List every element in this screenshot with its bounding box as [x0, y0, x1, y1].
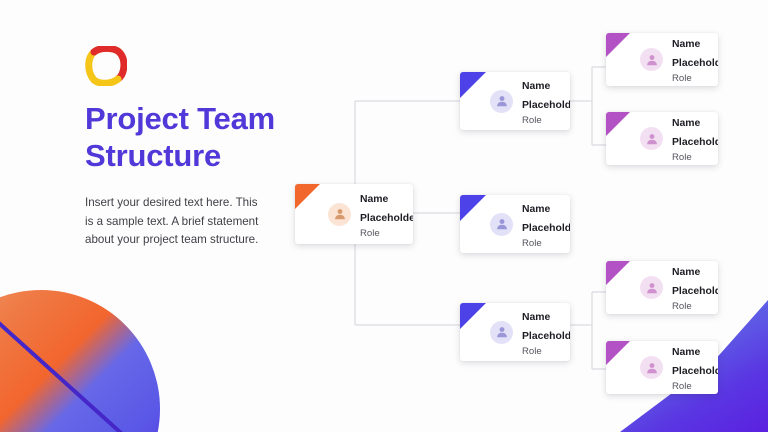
org-node-text: Name Placeholder Role — [672, 262, 718, 313]
org-node-name: Name — [672, 118, 701, 130]
org-node-name: Name — [672, 39, 701, 51]
org-node-text: Name Placeholder Role — [522, 307, 570, 358]
org-node-role: Role — [672, 73, 692, 85]
org-node-surname: Placeholder — [522, 99, 570, 111]
org-node-role: Role — [522, 345, 542, 357]
org-node-surname: Placeholder — [672, 286, 718, 298]
accent-corner-icon — [295, 184, 320, 209]
org-node-name: Name — [522, 80, 551, 92]
org-node-surname: Placeholder — [672, 58, 718, 70]
org-node-leaf-4[interactable]: Name Placeholder Role — [606, 341, 718, 394]
org-node-name: Name — [672, 347, 701, 359]
org-node-text: Name Placeholder Role — [672, 113, 718, 164]
title-panel: Project Team Structure Insert your desir… — [85, 46, 295, 249]
org-node-text: Name Placeholder Role — [360, 189, 413, 240]
person-icon — [490, 212, 513, 236]
person-icon — [640, 276, 663, 299]
org-node-mid-bottom[interactable]: Name Placeholder Role — [460, 303, 570, 361]
accent-corner-icon — [460, 195, 486, 221]
org-node-leaf-3[interactable]: Name Placeholder Role — [606, 261, 718, 314]
org-node-text: Name Placeholder Role — [522, 199, 570, 250]
org-node-role: Role — [672, 152, 692, 164]
org-node-text: Name Placeholder Role — [672, 34, 718, 85]
org-node-role: Role — [360, 227, 380, 239]
org-node-surname: Placeholder — [672, 366, 718, 378]
person-icon — [328, 202, 351, 226]
org-node-role: Role — [672, 381, 692, 393]
org-node-mid-center[interactable]: Name Placeholder Role — [460, 195, 570, 253]
body-paragraph: Insert your desired text here. This is a… — [85, 196, 259, 246]
org-node-mid-top[interactable]: Name Placeholder Role — [460, 72, 570, 130]
person-icon — [640, 48, 663, 71]
person-icon — [490, 320, 513, 344]
org-node-name: Name — [522, 311, 551, 323]
org-node-name: Name — [360, 193, 389, 205]
page-title: Project Team Structure — [85, 101, 275, 174]
org-node-role: Role — [522, 114, 542, 126]
accent-corner-icon — [606, 341, 630, 365]
org-node-text: Name Placeholder Role — [672, 342, 718, 393]
org-node-role: Role — [672, 301, 692, 313]
org-node-surname: Placeholder — [672, 137, 718, 149]
accent-corner-icon — [460, 72, 486, 98]
org-node-leaf-1[interactable]: Name Placeholder Role — [606, 33, 718, 86]
org-node-root[interactable]: Name Placeholder Role — [295, 184, 413, 244]
person-icon — [640, 127, 663, 150]
company-logo-icon — [85, 46, 127, 86]
org-node-surname: Placeholder — [360, 212, 413, 224]
org-node-role: Role — [522, 237, 542, 249]
org-node-name: Name — [672, 267, 701, 279]
person-icon — [640, 356, 663, 379]
person-icon — [490, 89, 513, 113]
accent-corner-icon — [606, 33, 630, 57]
org-node-text: Name Placeholder Role — [522, 76, 570, 127]
accent-corner-icon — [606, 261, 630, 285]
accent-corner-icon — [606, 112, 630, 136]
org-node-surname: Placeholder — [522, 330, 570, 342]
accent-corner-icon — [460, 303, 486, 329]
org-node-leaf-2[interactable]: Name Placeholder Role — [606, 112, 718, 165]
org-node-surname: Placeholder — [522, 222, 570, 234]
org-node-name: Name — [522, 203, 551, 215]
